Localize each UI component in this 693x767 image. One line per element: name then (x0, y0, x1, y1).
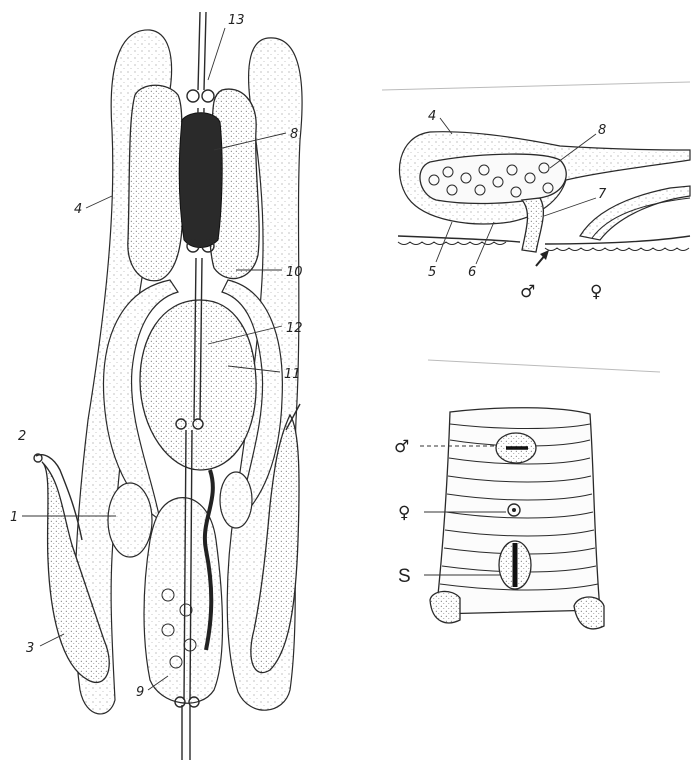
median-oval-organ (140, 300, 256, 470)
female-pore-center (512, 508, 516, 512)
label-tr-6: 6 (468, 265, 476, 280)
label-tr-7: 7 (598, 187, 607, 202)
foot-left (430, 591, 460, 622)
male-duct (522, 198, 543, 252)
foot-right (574, 597, 604, 629)
panel-divider-bottom (428, 360, 660, 372)
ovary-left (108, 483, 152, 557)
leader-tr-5 (436, 222, 452, 262)
s-label: S (398, 566, 411, 587)
male-symbol-bottom: ♂ (394, 437, 409, 457)
body-wall (398, 236, 690, 244)
label-tr-8: 8 (598, 123, 606, 138)
female-symbol-top: ♀ (590, 282, 602, 302)
panel-divider-top (382, 82, 690, 90)
label-tr-5: 5 (428, 265, 436, 280)
label-9: 9 (136, 685, 144, 700)
label-3: 3 (26, 641, 34, 656)
leader-13 (208, 28, 225, 80)
leader-tr-6 (476, 222, 494, 264)
female-symbol-bottom: ♀ (398, 503, 410, 523)
label-tr-4: 4 (428, 109, 436, 124)
dark-median-mass (179, 113, 222, 248)
seminal-vesicle-upper-left (128, 85, 183, 281)
label-8: 8 (290, 127, 298, 142)
male-symbol-top: ♂ (520, 282, 535, 302)
ovary-right (220, 472, 252, 528)
label-4: 4 (74, 202, 82, 217)
bottom-right-panel-external-view: ♂ ♀ S (394, 360, 660, 629)
label-11: 11 (284, 367, 301, 382)
body-wall-scallops (398, 242, 689, 251)
left-panel-dissection: 13 8 4 10 12 11 2 1 3 9 (10, 12, 303, 760)
label-2: 2 (18, 429, 26, 444)
label-12: 12 (286, 321, 303, 336)
label-10: 10 (286, 265, 303, 280)
top-right-panel-section: 4 8 7 5 6 ♂ ♀ (382, 82, 690, 302)
seminal-vesicle-section (420, 154, 566, 203)
leader-4 (86, 196, 112, 208)
label-13: 13 (228, 13, 245, 28)
label-1: 1 (10, 510, 18, 525)
